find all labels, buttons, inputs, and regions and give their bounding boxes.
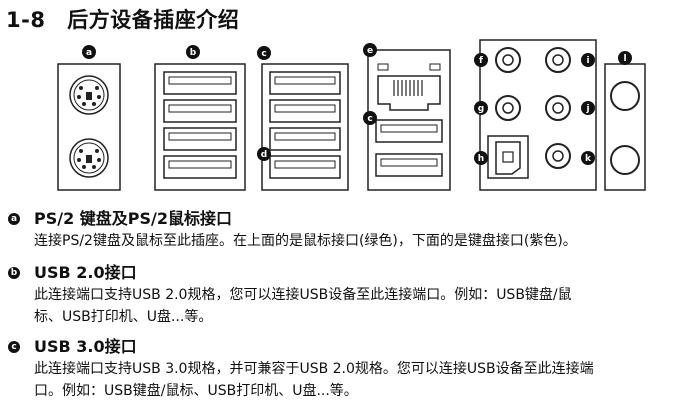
callout-letters: a b c e c d f g h i j k l <box>86 46 627 164</box>
item-usb3: c USB 3.0接口 此连接端口支持USB 3.0规格，并可兼容于USB 2.0… <box>8 336 692 402</box>
item-usb2-body: 此连接端口支持USB 2.0规格，您可以连接USB设备至此连接端口。例如：USB… <box>34 287 572 325</box>
callout-markers <box>82 43 632 165</box>
section-heading: 后方设备插座介绍 <box>67 8 240 32</box>
item-usb3-heading: USB 3.0接口 <box>34 337 137 356</box>
callout-k: k <box>585 154 592 164</box>
bullet-c: c <box>8 341 20 353</box>
item-usb2: b USB 2.0接口 此连接端口支持USB 2.0规格，您可以连接USB设备至此… <box>8 262 692 328</box>
item-usb3-body: 此连接端口支持USB 3.0规格，并可兼容于USB 2.0规格。您可以连接USB… <box>34 361 594 399</box>
usb2-ports-b <box>154 63 246 191</box>
callout-d: d <box>261 150 267 160</box>
callout-c-1: c <box>261 49 266 59</box>
section-number: 1-8 <box>6 8 46 32</box>
rear-panel-diagram: a b c e c d f g h i j k l <box>57 39 646 191</box>
usb2-ports-cd <box>261 63 349 191</box>
callout-l: l <box>623 54 626 64</box>
callout-j: j <box>585 104 589 114</box>
item-ps2-heading: PS/2 键盘及PS/2鼠标接口 <box>34 209 233 228</box>
callout-e: e <box>367 46 373 56</box>
callout-h: h <box>478 154 484 164</box>
ps2-ports <box>57 63 121 191</box>
audio-jacks <box>479 39 597 191</box>
callout-i: i <box>586 56 589 66</box>
callout-b: b <box>190 48 197 58</box>
callout-c-2: c <box>367 114 372 124</box>
item-ps2-body: 连接PS/2键盘及鼠标至此插座。在上面的是鼠标接口(绿色)，下面的是键盘接口(紫… <box>34 233 577 249</box>
bullet-b: b <box>8 267 20 279</box>
side-jacks <box>604 63 646 191</box>
bullet-a: a <box>8 213 20 225</box>
item-usb2-heading: USB 2.0接口 <box>34 263 137 282</box>
lan-usb3-ports <box>367 49 451 191</box>
callout-g: g <box>478 104 484 114</box>
item-ps2: a PS/2 键盘及PS/2鼠标接口 连接PS/2键盘及鼠标至此插座。在上面的是鼠… <box>8 208 692 252</box>
section-title: 1-8 后方设备插座介绍 <box>6 4 239 34</box>
callout-f: f <box>479 56 483 66</box>
callout-a: a <box>86 48 92 58</box>
